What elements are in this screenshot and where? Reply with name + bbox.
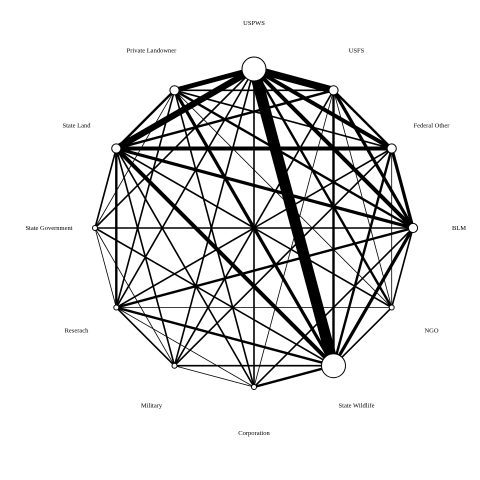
edge-11 [332,89,393,150]
edge-37 [114,147,335,368]
node-label-2: Federal Other [414,123,451,130]
node-label-5: State Wildlife [339,403,375,410]
edge-18 [253,90,334,388]
edge-38 [173,89,335,367]
edge-42 [94,227,334,367]
edge-49 [94,227,175,366]
node-8 [113,304,120,311]
edge-53 [94,148,118,229]
node-label-0: USPWS [243,20,265,27]
edge-51 [94,227,117,308]
node-label-6: Corporation [238,430,270,437]
edge-36 [174,90,392,308]
edge-33 [332,306,393,367]
edge-43 [174,365,255,388]
node-label-8: Reserach [65,328,90,335]
node-label-10: State Land [63,123,92,130]
edge-31 [173,89,414,230]
edge-47 [115,148,176,366]
edge-3 [173,66,255,93]
edge-layer [94,65,415,389]
edge-19 [390,148,415,229]
edge-52 [115,90,176,308]
node-10 [111,143,122,154]
edge-25 [173,147,393,367]
node-label-4: NGO [424,328,438,335]
edge-46 [173,90,255,388]
node-label-1: USFS [349,48,365,55]
edge-44 [115,148,255,388]
node-label-3: BLM [452,225,466,232]
edge-21 [332,148,393,367]
edge-45 [116,307,255,388]
edge-48 [115,306,176,367]
edge-26 [115,146,414,230]
node-11 [169,85,180,96]
edge-1 [253,65,335,94]
node-label-7: Military [141,403,163,410]
node-6 [251,384,257,390]
edge-30 [390,227,414,308]
node-1 [328,85,339,96]
edge-29 [115,226,414,309]
node-0 [241,56,267,82]
edge-8 [173,68,255,366]
edge-22 [174,89,392,150]
edge-39 [253,364,334,389]
node-5 [321,353,346,379]
node-label-9: State Government [25,225,72,232]
edge-0 [248,67,339,368]
node-label-11: Private Landowner [127,48,177,55]
node-3 [407,222,419,234]
node-layer [92,56,419,390]
node-4 [388,304,395,311]
node-2 [386,143,397,154]
node-9 [92,225,98,231]
edge-54 [94,90,175,229]
edge-55 [115,89,176,150]
node-7 [171,362,178,369]
